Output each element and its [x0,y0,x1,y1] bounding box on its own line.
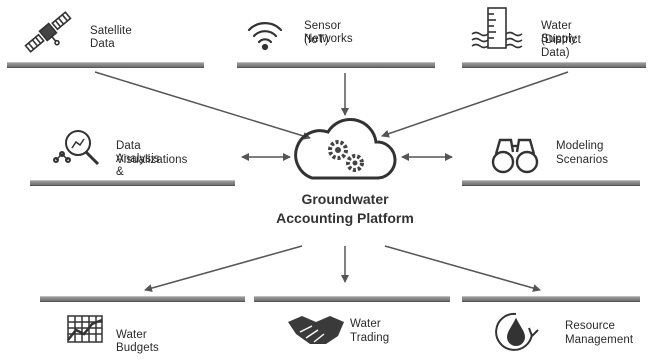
trading-label-line2: Trading [350,332,390,344]
sensor-label-line2: (IoT) [304,34,329,46]
wifi-icon [247,22,283,51]
sensor-label-line1: Sensor Networks [304,20,353,45]
satellite-bar [7,62,204,68]
water-supply-bar [462,62,646,68]
water-supply-label-line1: Water Supply [541,20,577,45]
budgets-bar [40,296,245,302]
water-supply-label-line2: (District Data) [541,34,581,59]
analysis-label-line2: Visualizations [116,154,188,166]
resource-label-line1: Resource [565,320,616,332]
analysis-label-line1: Data Analysis & [116,140,160,178]
grid-chart-icon [67,315,103,343]
trading-label-line1: Water [350,318,381,330]
trading-bar [254,296,450,302]
water-tank-icon [471,7,523,49]
platform-title-line1: Groundwater [301,191,389,207]
platform-title-line2: Accounting Platform [276,210,414,226]
modeling-bar [462,180,640,186]
resource-label-line2: Management [565,334,634,346]
magnifier-chart-icon [53,130,100,166]
satellite-label: Satellite Data [90,25,132,50]
satellite-icon [24,11,72,53]
sensor-bar [237,62,435,68]
arrow-water-supply-to-platform [381,71,569,138]
binoculars-icon [491,138,539,174]
water-drop-cycle-icon [495,312,539,351]
handshake-icon [288,316,344,344]
resource-bar [462,296,640,302]
budgets-label: Water Budgets [116,329,159,354]
cloud-gears-icon [294,118,397,180]
modeling-label-line1: Modeling [556,140,604,152]
modeling-label-line2: Scenarios [556,154,609,166]
arrow-platform-to-resource [384,245,541,292]
arrow-platform-to-budgets [144,245,303,292]
analysis-bar [30,180,235,186]
arrow-satellite-to-platform [94,71,311,140]
